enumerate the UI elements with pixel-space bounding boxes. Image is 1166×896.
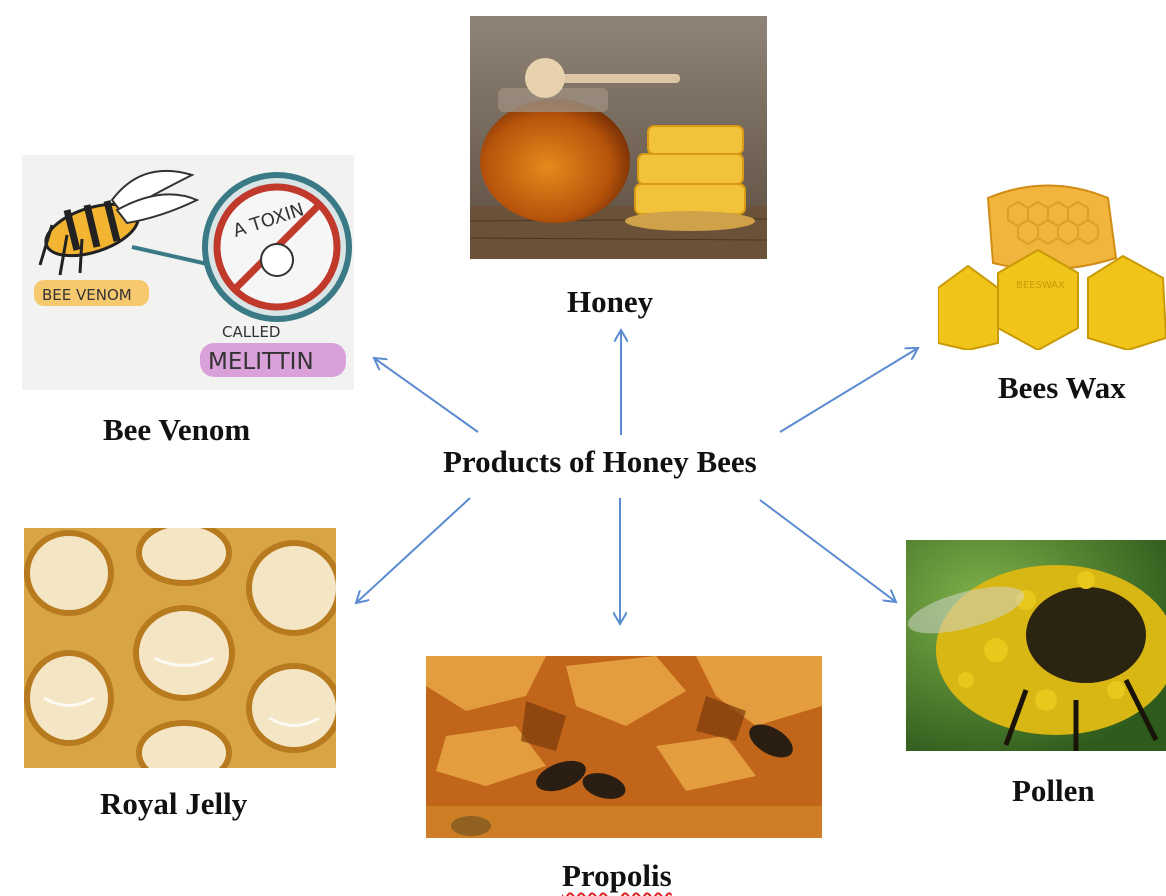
pollen-photo [906,540,1166,751]
melittin-text: MELITTIN [208,349,314,375]
arrow-to-pollen [759,499,896,602]
propolis-label: Propolis [562,858,672,894]
bee-venom-image: BEE VENOM A TOXIN CALLED MELITTIN [22,155,354,390]
royal-jelly-photo [24,528,336,768]
royal-jelly-label: Royal Jelly [100,786,248,821]
bee-venom-label: Bee Venom [103,412,251,447]
honey-label: Honey [567,284,654,319]
honey-photo [470,16,767,259]
arrow-to-bee-venom [374,358,479,433]
bees-wax-label: Bees Wax [998,370,1126,405]
center-label: Products of Honey Bees [443,444,757,479]
arrow-to-royal-jelly [356,497,471,603]
called-text: CALLED [222,323,280,341]
pollen-label: Pollen [1012,773,1095,808]
bees-wax-photo: BEESWAX [938,178,1166,350]
propolis-photo [426,656,822,838]
bee-venom-tag: BEE VENOM [42,286,132,304]
arrow-to-bees-wax [779,348,918,433]
propolis-label-text: Propolis [562,858,672,893]
wax-stamp: BEESWAX [1016,280,1065,291]
